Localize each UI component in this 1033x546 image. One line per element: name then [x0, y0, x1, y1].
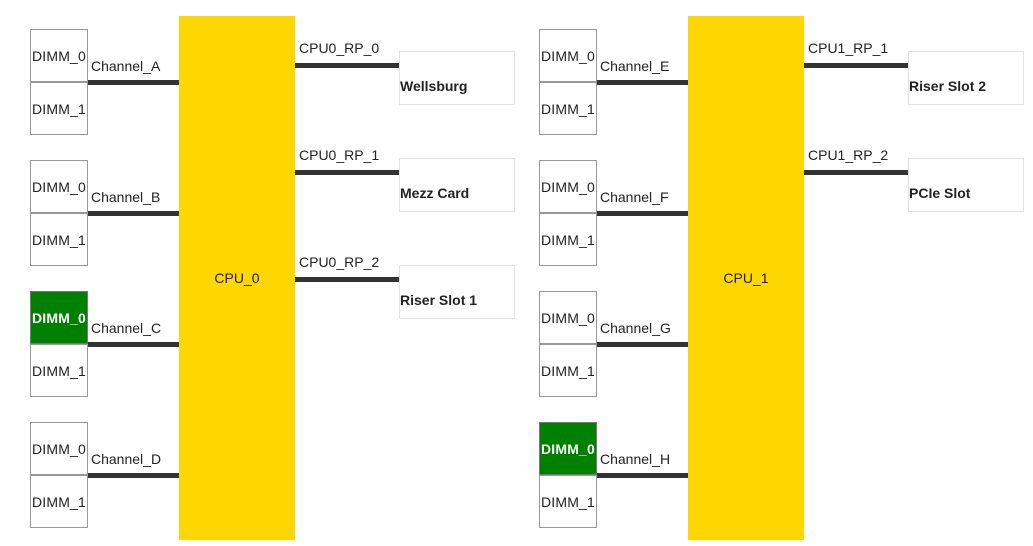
root-port-label: CPU0_RP_2 — [299, 254, 380, 270]
channel-bus-line — [597, 342, 688, 347]
dimm-slot[interactable]: DIMM_1 — [30, 213, 88, 266]
pcie-device-box[interactable] — [399, 265, 515, 319]
pcie-device-box[interactable] — [399, 51, 515, 105]
dimm-slot[interactable]: DIMM_0 — [539, 29, 597, 82]
channel-label: Channel_B — [91, 189, 161, 205]
pcie-device-box[interactable] — [908, 51, 1024, 105]
dimm-slot[interactable]: DIMM_1 — [539, 344, 597, 397]
root-port-bus-line — [295, 277, 399, 282]
dimm-slot[interactable]: DIMM_1 — [539, 475, 597, 528]
root-port-bus-line — [804, 170, 908, 175]
dimm-slot[interactable]: DIMM_1 — [30, 475, 88, 528]
root-port-bus-line — [804, 63, 908, 68]
root-port-label: CPU1_RP_2 — [808, 147, 889, 163]
channel-bus-line — [597, 211, 688, 216]
pcie-device-label: Wellsburg — [400, 78, 468, 94]
channel-label: Channel_F — [600, 189, 669, 205]
dimm-slot[interactable]: DIMM_1 — [30, 82, 88, 135]
pcie-device-label: Riser Slot 2 — [909, 78, 987, 94]
dimm-slot[interactable]: DIMM_0 — [30, 422, 88, 475]
pcie-device-box[interactable] — [908, 158, 1024, 212]
root-port-label: CPU1_RP_1 — [808, 40, 889, 56]
cpu-block-0: CPU_0 — [179, 16, 295, 540]
channel-label: Channel_C — [91, 320, 162, 336]
dimm-slot[interactable]: DIMM_0 — [539, 291, 597, 344]
channel-bus-line — [88, 80, 179, 85]
pcie-device-box[interactable] — [399, 158, 515, 212]
channel-label: Channel_G — [600, 320, 671, 336]
root-port-label: CPU0_RP_1 — [299, 147, 380, 163]
root-port-label: CPU0_RP_0 — [299, 40, 380, 56]
dimm-slot[interactable]: DIMM_0 — [30, 291, 88, 344]
dimm-slot[interactable]: DIMM_0 — [539, 422, 597, 475]
root-port-bus-line — [295, 63, 399, 68]
dimm-slot[interactable]: DIMM_1 — [539, 82, 597, 135]
pcie-device-label: Mezz Card — [400, 185, 470, 201]
root-port-bus-line — [295, 170, 399, 175]
dimm-slot[interactable]: DIMM_1 — [30, 344, 88, 397]
dimm-slot[interactable]: DIMM_0 — [539, 160, 597, 213]
channel-bus-line — [88, 342, 179, 347]
dimm-slot[interactable]: DIMM_0 — [30, 160, 88, 213]
channel-label: Channel_E — [600, 58, 670, 74]
pcie-device-label: PCIe Slot — [909, 185, 971, 201]
channel-bus-line — [88, 211, 179, 216]
channel-label: Channel_D — [91, 451, 162, 467]
channel-bus-line — [597, 80, 688, 85]
pcie-device-label: Riser Slot 1 — [400, 292, 478, 308]
dimm-slot[interactable]: DIMM_0 — [30, 29, 88, 82]
dimm-slot[interactable]: DIMM_1 — [539, 213, 597, 266]
cpu-block-1: CPU_1 — [688, 16, 804, 540]
channel-label: Channel_H — [600, 451, 671, 467]
channel-label: Channel_A — [91, 58, 161, 74]
channel-bus-line — [88, 473, 179, 478]
channel-bus-line — [597, 473, 688, 478]
